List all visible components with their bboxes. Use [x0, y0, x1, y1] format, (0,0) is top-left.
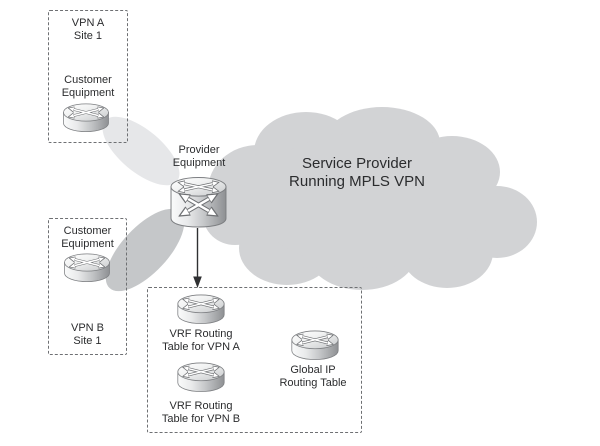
cloud-label-line2: Running MPLS VPN [289, 173, 425, 190]
vpn-b-site-title: VPN B Site 1 [48, 322, 127, 348]
vrf-b-line2: Table for VPN B [161, 413, 241, 425]
customer-equipment-b-line1: Customer [63, 225, 112, 237]
vrf-a-line2: Table for VPN A [162, 341, 240, 353]
cloud-label-line1: Service Provider [301, 155, 413, 172]
customer-equipment-b-label: Customer Equipment [48, 225, 127, 251]
vrf-a-line1: VRF Routing [169, 328, 233, 340]
customer-equipment-b-line2: Equipment [61, 238, 114, 250]
vrf-table-vpn-a-label: VRF Routing Table for VPN A [146, 328, 256, 354]
provider-equipment-line2: Equipment [172, 157, 226, 169]
customer-equipment-a-label: Customer Equipment [48, 74, 128, 100]
customer-equipment-a-line2: Equipment [61, 87, 115, 99]
link-ellipse-vpn-b [105, 208, 185, 292]
provider-mpls-router-icon [171, 177, 226, 227]
vpn-a-title-line1: VPN A [71, 17, 105, 29]
link-ellipse-vpn-a [102, 116, 180, 186]
global-line2: Routing Table [279, 377, 347, 389]
vpn-a-site-title: VPN A Site 1 [48, 17, 128, 43]
customer-equipment-a-line1: Customer [64, 74, 112, 86]
vpn-b-site1-box [48, 218, 127, 355]
vpn-a-site1-box [48, 10, 128, 143]
global-ip-table-label: Global IP Routing Table [258, 364, 368, 390]
service-provider-cloud-label: Service Provider Running MPLS VPN [277, 155, 437, 191]
vpn-b-title-line2: Site 1 [73, 335, 102, 347]
vrf-table-vpn-b-label: VRF Routing Table for VPN B [146, 400, 256, 426]
vrf-b-line1: VRF Routing [169, 400, 233, 412]
vpn-a-title-line2: Site 1 [73, 30, 103, 42]
routing-tables-box [147, 287, 362, 433]
pe-to-tables-arrow [193, 228, 202, 288]
service-provider-cloud [203, 107, 537, 290]
provider-equipment-label: Provider Equipment [158, 144, 240, 170]
provider-equipment-line1: Provider [178, 144, 220, 156]
vpn-b-title-line1: VPN B [70, 322, 104, 334]
global-line1: Global IP [290, 364, 336, 376]
